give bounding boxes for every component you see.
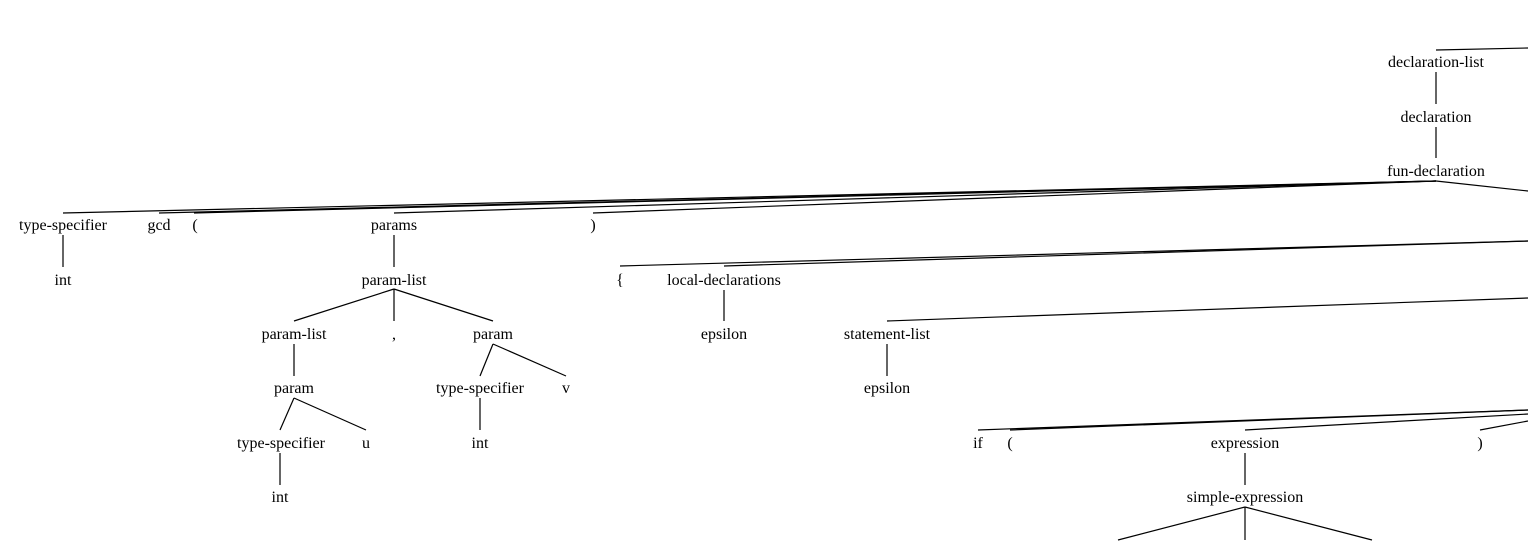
edge-fun-declaration-to-params bbox=[393, 180, 1437, 214]
tree-nodes: declaration-list declaration fun-declara… bbox=[19, 54, 1485, 506]
edge-selection-to-rparen bbox=[1479, 420, 1528, 431]
edge-selection-to-expression bbox=[1244, 413, 1528, 431]
edge-param-u-to-type-specifier bbox=[279, 397, 295, 431]
node-statement-list: statement-list bbox=[844, 326, 931, 343]
edge-fun-declaration-to-compound bbox=[1435, 180, 1528, 192]
node-type-specifier-v: type-specifier bbox=[436, 380, 525, 397]
node-id-v: v bbox=[562, 380, 570, 397]
edge-param-list-to-param bbox=[393, 288, 494, 322]
node-param-u: param bbox=[274, 380, 315, 397]
node-expression: expression bbox=[1211, 435, 1279, 452]
node-fun-declaration: fun-declaration bbox=[1387, 163, 1485, 180]
node-int-u: int bbox=[272, 489, 289, 506]
node-epsilon-local: epsilon bbox=[701, 326, 747, 343]
edge-fun-declaration-to-lparen bbox=[193, 180, 1437, 214]
node-int-v: int bbox=[472, 435, 489, 452]
node-declaration: declaration bbox=[1400, 109, 1471, 126]
node-epsilon-stmt: epsilon bbox=[864, 380, 910, 397]
node-lparen-if: ( bbox=[1007, 435, 1012, 452]
node-if: if bbox=[973, 435, 983, 452]
node-type-specifier-u: type-specifier bbox=[237, 435, 326, 452]
edge-compound-to-statement-list bbox=[886, 297, 1528, 322]
node-lbrace: { bbox=[616, 272, 624, 289]
node-rparen-params: ) bbox=[590, 217, 595, 234]
node-gcd: gcd bbox=[147, 217, 170, 234]
node-param-list-left: param-list bbox=[262, 326, 327, 343]
node-param-list-top: param-list bbox=[362, 272, 427, 289]
node-simple-expression: simple-expression bbox=[1187, 489, 1303, 506]
node-comma: , bbox=[392, 326, 396, 343]
node-id-u: u bbox=[362, 435, 370, 452]
node-local-declarations: local-declarations bbox=[667, 272, 781, 289]
node-declaration-list: declaration-list bbox=[1388, 54, 1485, 71]
edge-simple-expression-to-left bbox=[1117, 506, 1246, 541]
node-param-v: param bbox=[473, 326, 514, 343]
edge-param-list-to-param-list bbox=[293, 288, 395, 322]
edge-fun-declaration-to-rparen bbox=[592, 180, 1437, 214]
edge-param-v-to-id-v bbox=[492, 343, 567, 377]
tree-edges bbox=[62, 47, 1528, 541]
node-params: params bbox=[371, 217, 417, 234]
node-type-specifier-ret: type-specifier bbox=[19, 217, 108, 234]
node-rparen-if: ) bbox=[1477, 435, 1482, 452]
edge-simple-expression-to-right bbox=[1244, 506, 1373, 541]
node-lparen-params: ( bbox=[192, 217, 197, 234]
node-int-ret: int bbox=[55, 272, 72, 289]
edge-param-v-to-type-specifier bbox=[479, 343, 494, 377]
edge-param-u-to-id-u bbox=[293, 397, 367, 431]
edge-compound-to-local-declarations bbox=[723, 240, 1528, 267]
edge-root-to-declaration-list bbox=[1435, 47, 1528, 51]
edge-selection-to-lparen bbox=[1009, 409, 1528, 431]
